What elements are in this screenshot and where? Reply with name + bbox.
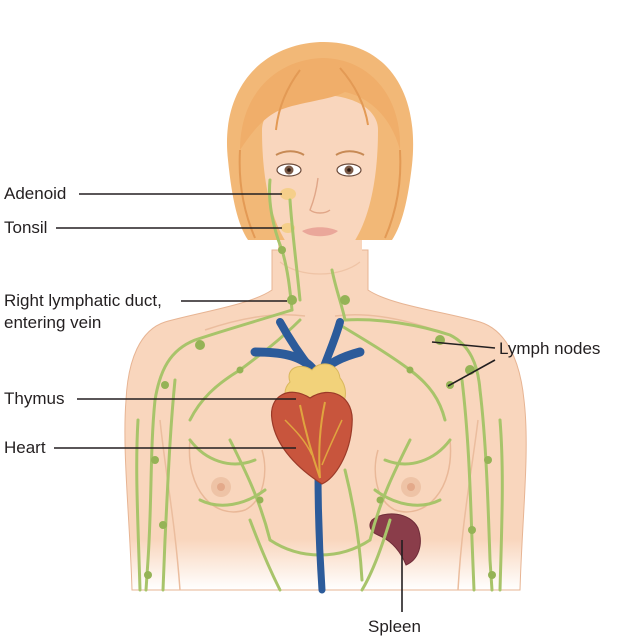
- label-lymph-nodes: Lymph nodes: [499, 339, 601, 358]
- label-adenoid: Adenoid: [4, 184, 67, 203]
- lymph-nodes-leader-a: [431, 341, 496, 349]
- label-tonsil: Tonsil: [4, 218, 48, 237]
- right-breast: [374, 439, 452, 513]
- body-figure: [124, 41, 527, 591]
- leader-lines: [54, 193, 496, 612]
- label-right-lymphatic-duct-line2: entering vein: [4, 313, 102, 332]
- label-spleen: Spleen: [368, 617, 421, 636]
- label-right-lymphatic-duct-line1: Right lymphatic duct,: [4, 291, 162, 310]
- mouth: [302, 227, 338, 237]
- label-thymus: Thymus: [4, 389, 65, 408]
- left-breast: [188, 439, 266, 513]
- heart: [270, 391, 353, 485]
- adenoid: [280, 188, 296, 200]
- lymph-nodes-leader-b: [447, 359, 496, 387]
- label-heart: Heart: [4, 438, 46, 457]
